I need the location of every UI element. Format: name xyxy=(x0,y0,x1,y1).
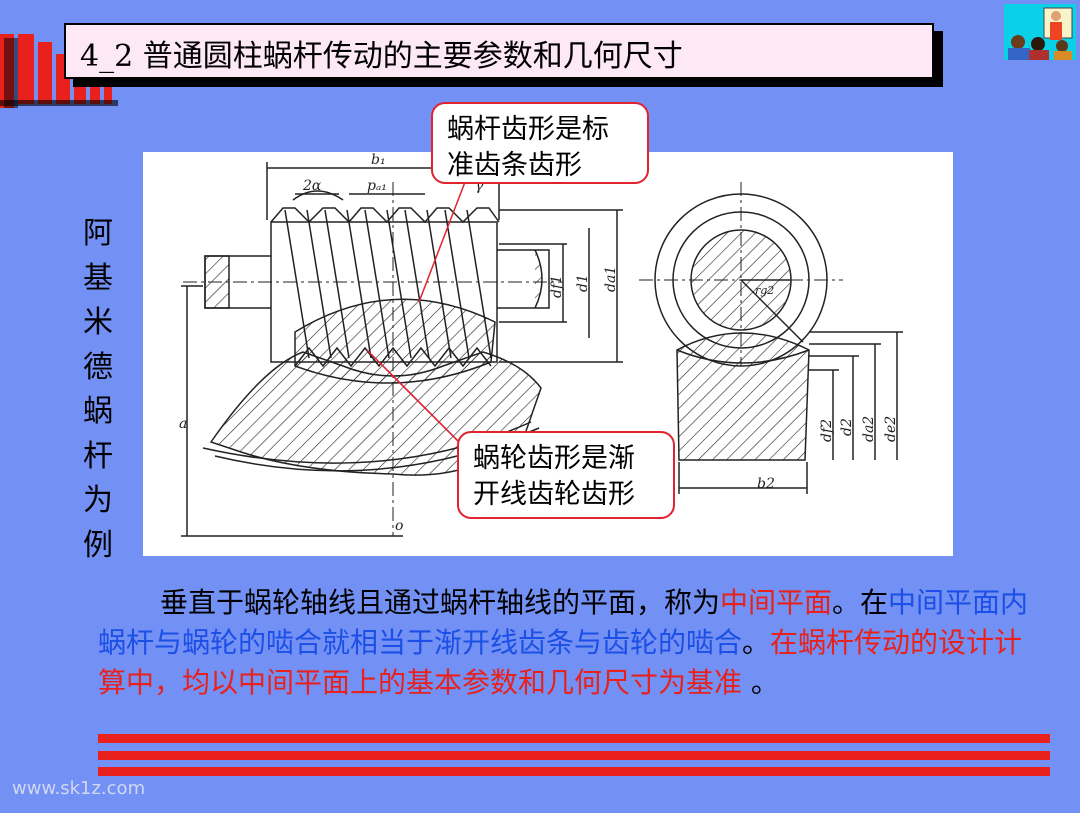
vertical-label: 阿 基 米 德 蜗 杆 为 例 xyxy=(78,212,118,568)
para-text: 。 xyxy=(742,666,779,699)
label-de2: de2 xyxy=(883,416,899,442)
title-box: 4_2 普通圆柱蜗杆传动的主要参数和几何尺寸 xyxy=(64,23,934,79)
label-d1: d1 xyxy=(575,274,591,292)
slide-title: 4_2 普通圆柱蜗杆传动的主要参数和几何尺寸 xyxy=(80,39,683,74)
label-da2: da2 xyxy=(861,416,877,442)
label-d2: d2 xyxy=(839,418,855,436)
para-text: 垂直于蜗轮轴线且通过蜗杆轴线的平面，称为 xyxy=(160,586,721,619)
red-stripe-decoration xyxy=(0,34,118,108)
para-text: 。 xyxy=(742,626,771,659)
label-da1: da1 xyxy=(603,266,619,292)
vertical-char: 例 xyxy=(83,527,113,563)
vertical-char: 阿 xyxy=(83,216,113,251)
callout-line: 蜗杆齿形是标 xyxy=(447,114,609,145)
people-clipart-icon xyxy=(1004,4,1076,60)
para-highlight-red: 在蜗杆传动的设计计算中，均以中间平面上的基本参数和几何尺寸为基准 xyxy=(98,626,1023,699)
callout-line: 蜗轮齿形是渐 xyxy=(473,443,635,474)
vertical-char: 为 xyxy=(83,483,113,518)
label-rg2: rg2 xyxy=(755,284,774,297)
body-paragraph: 垂直于蜗轮轴线且通过蜗杆轴线的平面，称为中间平面。在中间平面内蜗杆与蜗轮的啮合就… xyxy=(98,583,1043,703)
callout-wheel-profile: 蜗轮齿形是渐 开线齿轮齿形 xyxy=(457,431,675,519)
label-o: o xyxy=(395,518,403,534)
label-2alpha: 2α xyxy=(302,178,322,194)
watermark: www.sk1z.com xyxy=(12,778,146,799)
callout-line: 开线齿轮齿形 xyxy=(473,479,635,510)
callout-worm-profile: 蜗杆齿形是标 准齿条齿形 xyxy=(431,102,649,184)
vertical-char: 蜗 xyxy=(83,394,113,429)
label-b2: b2 xyxy=(757,476,775,492)
label-b1: b₁ xyxy=(371,152,386,168)
vertical-char: 米 xyxy=(83,305,113,340)
label-df1: df1 xyxy=(549,275,565,298)
label-pa1: pₐ₁ xyxy=(367,178,387,194)
red-stripes-decoration xyxy=(98,734,1050,776)
vertical-char: 德 xyxy=(83,349,113,385)
para-text: 。在 xyxy=(832,586,889,619)
label-df2: df2 xyxy=(819,419,835,442)
callout-line: 准齿条齿形 xyxy=(447,150,582,181)
label-gamma: γ xyxy=(475,178,484,194)
label-a: a xyxy=(179,416,187,432)
para-highlight-blue: 中间平面内蜗杆与蜗轮的啮合就相当于渐开线齿条与齿轮的啮合 xyxy=(98,586,1029,659)
vertical-char: 基 xyxy=(83,260,113,296)
para-highlight-term: 中间平面 xyxy=(720,586,833,619)
vertical-char: 杆 xyxy=(83,438,113,474)
